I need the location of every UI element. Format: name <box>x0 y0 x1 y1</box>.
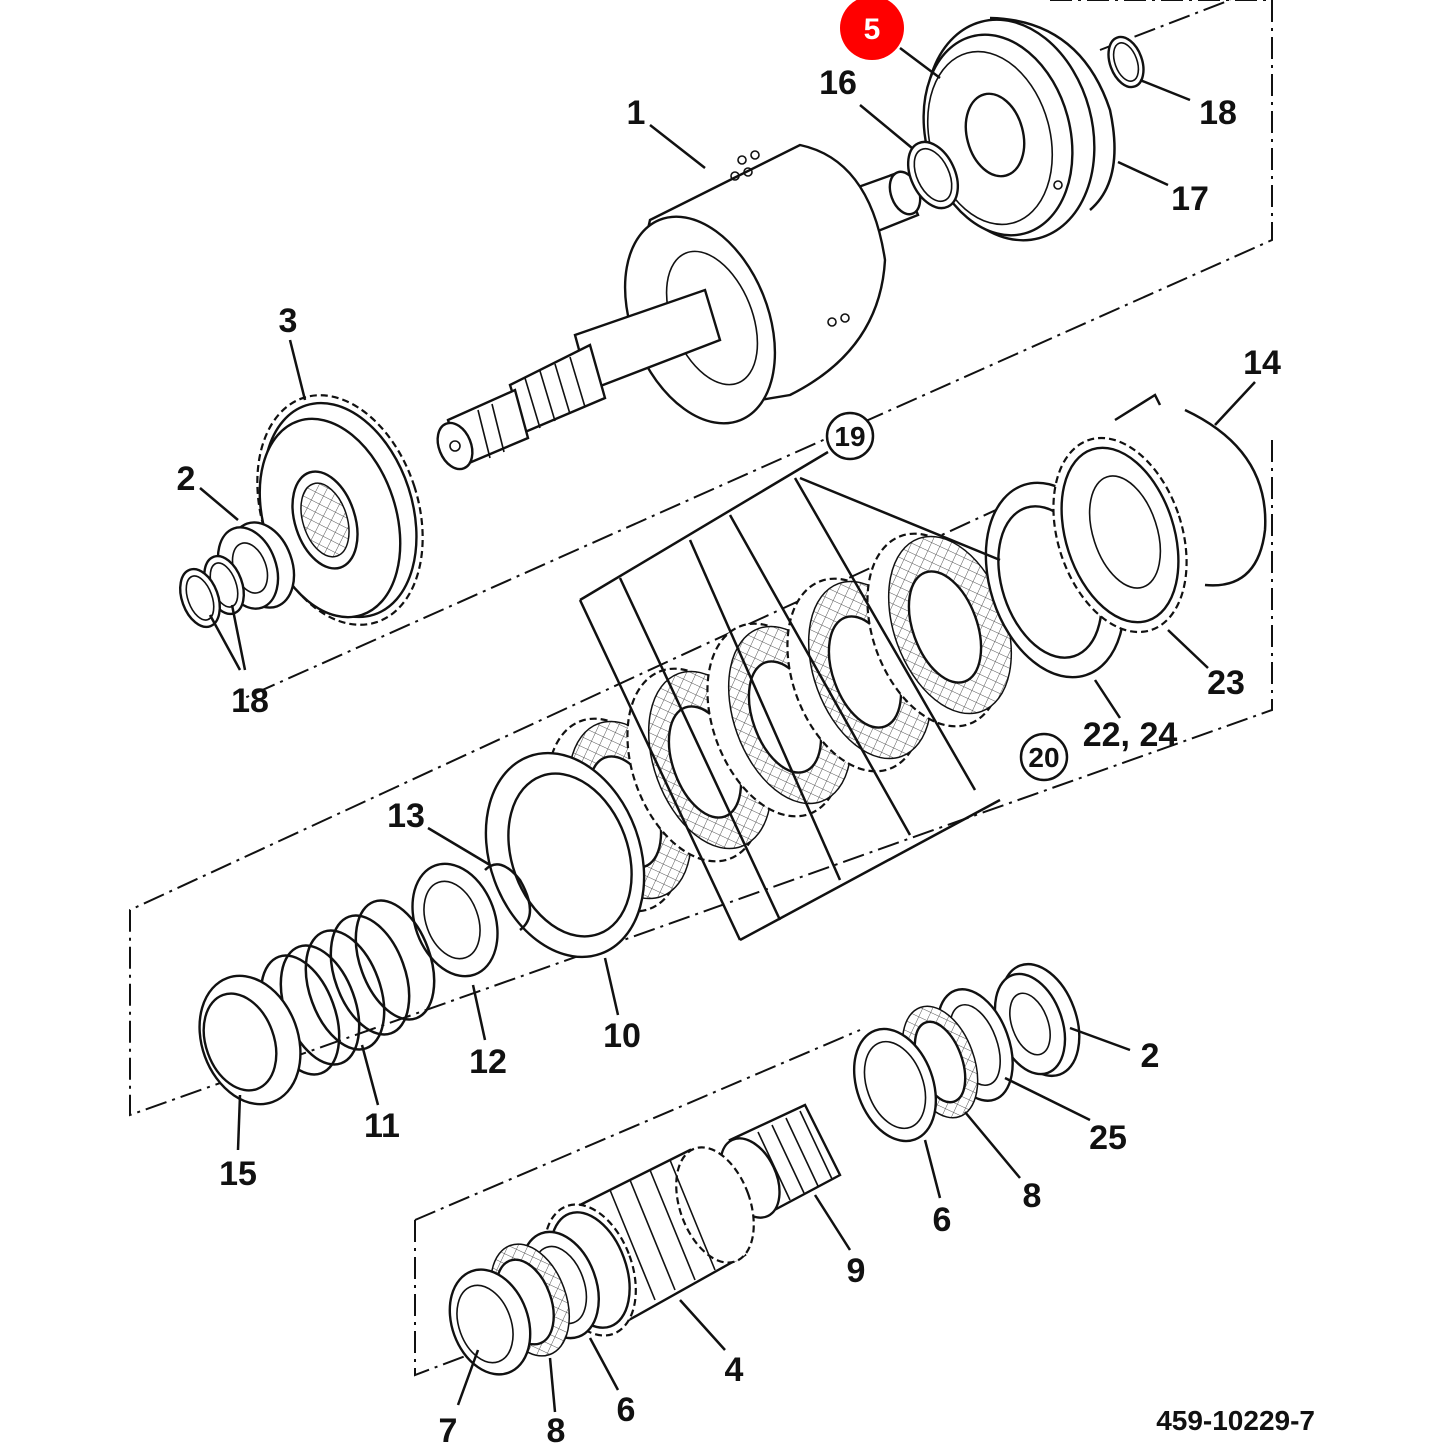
part-14-snap-ring <box>1114 393 1267 587</box>
callout-19: 19 <box>834 421 865 452</box>
part-15-ring <box>198 974 302 1106</box>
part-16-seal-ring <box>906 140 960 210</box>
callout-25: 25 <box>1089 1119 1127 1157</box>
callout-3: 3 <box>279 302 298 340</box>
reference-number: 459-10229-7 <box>1156 1405 1315 1436</box>
steel-plate-23 <box>1052 436 1188 634</box>
callout-23: 23 <box>1207 664 1245 702</box>
part-12-spring-retainer <box>411 862 499 978</box>
callout-8-left: 8 <box>547 1412 566 1445</box>
callout-labels: 5 16 18 1 17 3 14 19 2 18 23 22, 24 20 1… <box>177 0 1281 1445</box>
part-2-bearing-right <box>993 962 1081 1078</box>
callout-18-left: 18 <box>231 682 269 720</box>
part-17-seal-ring <box>989 16 1116 211</box>
part-7-race <box>448 1268 532 1376</box>
callout-20-circle <box>1019 732 1069 782</box>
callout-10: 10 <box>603 1017 641 1055</box>
part-4-gear <box>543 1146 755 1337</box>
callout-6-left: 6 <box>617 1391 636 1429</box>
callout-12: 12 <box>469 1043 507 1081</box>
callout-13: 13 <box>387 797 425 835</box>
friction-plate <box>866 532 1013 728</box>
part-3-gear <box>256 394 424 626</box>
callout-15: 15 <box>219 1155 257 1193</box>
leader-lines <box>199 47 1256 1413</box>
part-11-spring <box>259 899 436 1076</box>
callout-11: 11 <box>364 1107 400 1145</box>
callout-5: 5 <box>864 13 881 46</box>
part-10-end-plate <box>484 751 646 959</box>
callout-2-right: 2 <box>1141 1037 1160 1075</box>
part-18-snap-rings-left <box>179 554 245 629</box>
callout-14: 14 <box>1243 344 1281 382</box>
part-1-clutch-drum-shaft <box>436 143 922 471</box>
callout-7: 7 <box>439 1412 458 1445</box>
callout-8-right: 8 <box>1023 1177 1042 1215</box>
callout-20: 20 <box>1028 742 1059 773</box>
callout-16: 16 <box>819 64 857 102</box>
part-6-washer-right <box>852 1027 938 1143</box>
callout-2-left: 2 <box>177 460 196 498</box>
callout-1: 1 <box>627 94 646 132</box>
part-18-seal-ring-top <box>1107 35 1145 89</box>
callout-4: 4 <box>725 1351 744 1389</box>
callout-22-24: 22, 24 <box>1083 716 1178 754</box>
highlight-marker <box>840 0 904 60</box>
callout-9: 9 <box>847 1252 866 1290</box>
callout-18-top: 18 <box>1199 94 1237 132</box>
callout-19-circle <box>825 411 875 461</box>
part-5-piston <box>922 18 1096 242</box>
part-13-snap-ring <box>484 863 532 931</box>
callout-6-right: 6 <box>933 1201 952 1239</box>
callout-17: 17 <box>1171 180 1209 218</box>
